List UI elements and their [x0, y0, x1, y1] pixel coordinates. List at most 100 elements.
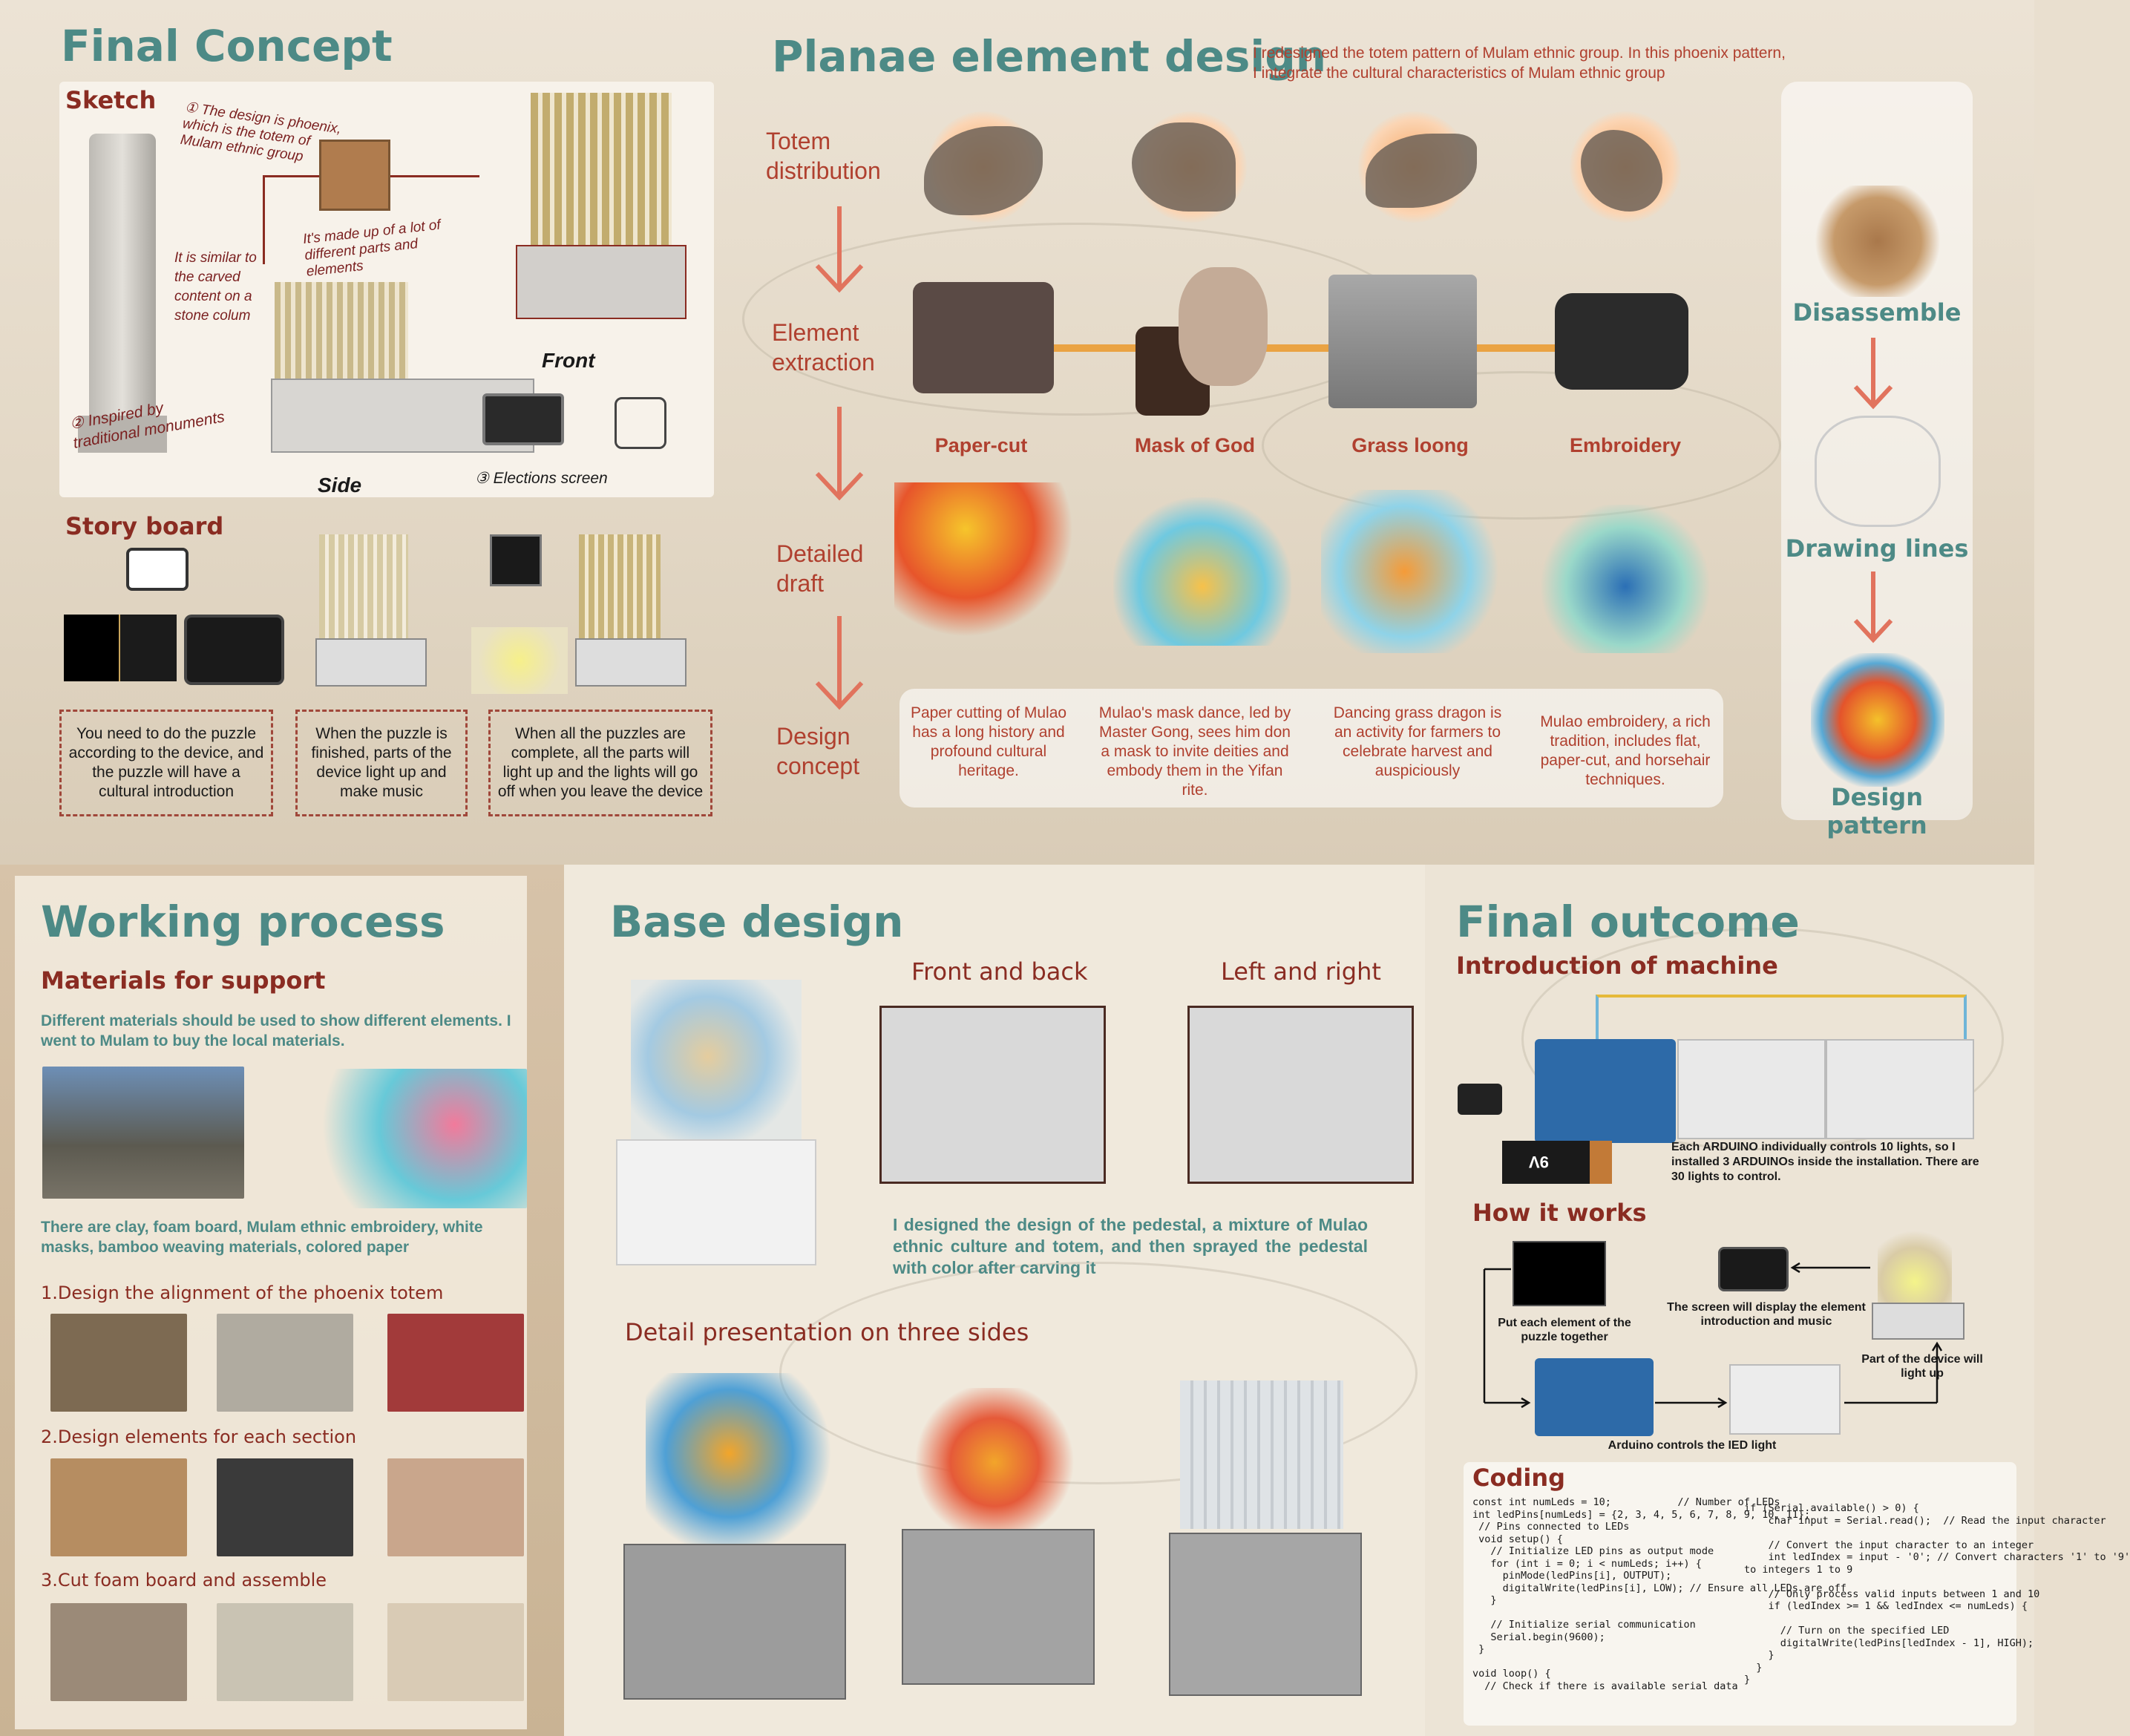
touch-icon — [615, 397, 666, 449]
left-right-relief — [1187, 1006, 1414, 1184]
arduino-board-image — [1535, 1039, 1676, 1143]
code-line: pinMode(ledPins[i], OUTPUT); — [1472, 1570, 1672, 1582]
code-line: } — [1744, 1674, 1751, 1686]
flow-puzzle-caption: Put each element of the puzzle together — [1498, 1317, 1631, 1343]
code-line: } — [1744, 1661, 1763, 1674]
materials-text: Different materials should be used to sh… — [41, 1012, 511, 1049]
how-it-works-label: How it works — [1472, 1199, 1647, 1227]
battery-cap — [1590, 1141, 1612, 1184]
code-line: // Turn on the specified LED — [1744, 1625, 1950, 1637]
drawing-lines-image — [1815, 416, 1941, 527]
storyboard-puzzle-image-2 — [119, 615, 177, 681]
design-concept-box — [899, 689, 1723, 808]
arrow-down-3 — [813, 616, 865, 716]
contour-decoration — [1521, 928, 2004, 1150]
code-line: int ledIndex = input - '0'; // Convert c… — [1744, 1551, 2130, 1563]
connector-line — [390, 175, 479, 177]
grass-loong-image — [1328, 275, 1477, 408]
working-step-2: 2.Design elements for each section — [41, 1427, 357, 1447]
storyboard-device-base — [315, 638, 427, 687]
step1-photo-2 — [217, 1314, 353, 1412]
draft-embroidery — [1540, 505, 1711, 653]
left-right-label: Left and right — [1221, 957, 1381, 986]
mask-image-light — [1179, 267, 1268, 386]
arrow-down-2 — [813, 407, 865, 507]
side-step-drawing-lines: Drawing lines — [1785, 534, 1969, 563]
paper-cut-image — [913, 282, 1054, 393]
battery-image — [1502, 1141, 1590, 1184]
draft-grass-loong — [1321, 490, 1507, 653]
concept-grass-loong: Dancing grass dragon is an activity for … — [1333, 704, 1502, 779]
flow-puzzle-image — [1513, 1241, 1606, 1306]
element-label-mask: Mask of God — [1134, 434, 1255, 456]
stone-column-sketch — [89, 134, 156, 453]
touch-tablet-icon — [126, 548, 189, 591]
sketch-front-label: Front — [542, 349, 595, 372]
disassemble-image — [1811, 186, 1944, 297]
code-line: } — [1472, 1643, 1485, 1655]
code-line — [1744, 1576, 2130, 1588]
code-line — [1744, 1613, 2130, 1625]
code-line: for (int i = 0; i < numLeds; i++) { — [1472, 1557, 1702, 1570]
device-sketch-base-front — [516, 245, 686, 319]
storyboard-puzzle-small — [490, 534, 542, 586]
code-line: } — [1472, 1594, 1497, 1606]
mulam-village-photo — [42, 1067, 244, 1199]
code-line: void loop() { — [1472, 1668, 1551, 1680]
embroidery-image — [1555, 293, 1688, 390]
code-line: const int numLeds = 10; // Number of LED… — [1472, 1496, 1780, 1508]
draft-mask — [1113, 497, 1291, 646]
connector-line — [263, 175, 319, 177]
connector-line — [263, 175, 265, 264]
code-line: // Convert the input character to an int… — [1744, 1539, 2034, 1551]
extraction-connector-bar — [994, 344, 1618, 352]
front-back-relief — [879, 1006, 1106, 1184]
detail-side-2-pedestal — [902, 1529, 1095, 1685]
code-line: // Initialize serial communication — [1472, 1619, 1696, 1631]
flow-arduino-caption: Arduino controls the IED light — [1608, 1439, 1777, 1452]
base-render-pedestal — [616, 1139, 816, 1265]
code-line — [1744, 1527, 2130, 1539]
planae-title: Planae element design — [772, 31, 1327, 82]
side-step-design-pattern: Design pattern — [1826, 783, 1927, 839]
step3-photo-1 — [50, 1603, 187, 1701]
sketch-note-screen: ③ Elections screen — [475, 470, 608, 487]
tablet-sketch — [482, 393, 564, 445]
step1-photo-1 — [50, 1314, 187, 1412]
design-pattern-image — [1811, 653, 1944, 787]
front-back-label: Front and back — [911, 957, 1088, 986]
step1-photo-3 — [387, 1314, 524, 1412]
step2-photo-1 — [50, 1458, 187, 1556]
coding-label: Coding — [1472, 1464, 1566, 1492]
sketch-side-label: Side — [318, 474, 362, 497]
sketch-label: Sketch — [65, 86, 157, 114]
detail-side-3-panels — [1180, 1380, 1343, 1529]
arrow-down-side-1 — [1851, 338, 1895, 416]
detail-side-1-phoenix — [646, 1373, 831, 1551]
step2-photo-3 — [387, 1458, 524, 1556]
working-step-3: 3.Cut foam board and assemble — [41, 1570, 327, 1591]
phoenix-tile-image — [319, 140, 390, 211]
flow-breadboard-image — [1729, 1364, 1841, 1435]
storyboard-label: Story board — [65, 512, 224, 540]
materials-label: Materials for support — [41, 966, 326, 995]
contour-decoration — [1262, 371, 1781, 520]
arrow-down-side-2 — [1851, 571, 1895, 649]
concept-mask: Mulao's mask dance, led by Master Gong, … — [1098, 704, 1291, 799]
detail-side-2-phoenix — [913, 1388, 1076, 1536]
flow-arduino-image — [1535, 1358, 1654, 1436]
step3-photo-2 — [217, 1603, 353, 1701]
storyboard-device-full-base — [575, 638, 686, 687]
code-line: } — [1744, 1649, 1775, 1661]
code-line: char input = Serial.read(); // Read the … — [1744, 1514, 2106, 1527]
arduino-caption: Each ARDUINO individually controls 10 li… — [1671, 1141, 1979, 1183]
story-step-2: When the puzzle is finished, parts of th… — [295, 710, 468, 816]
flow-device-image — [1878, 1225, 1952, 1306]
base-render-phoenix — [631, 980, 802, 1150]
working-step-1: 1.Design the alignment of the phoenix to… — [41, 1283, 444, 1303]
step2-photo-2 — [217, 1458, 353, 1556]
storyboard-device-full — [579, 534, 661, 646]
breadboard-2 — [1826, 1039, 1974, 1139]
draft-paper-cut — [894, 482, 1072, 638]
element-label-grass-loong: Grass loong — [1351, 434, 1469, 456]
